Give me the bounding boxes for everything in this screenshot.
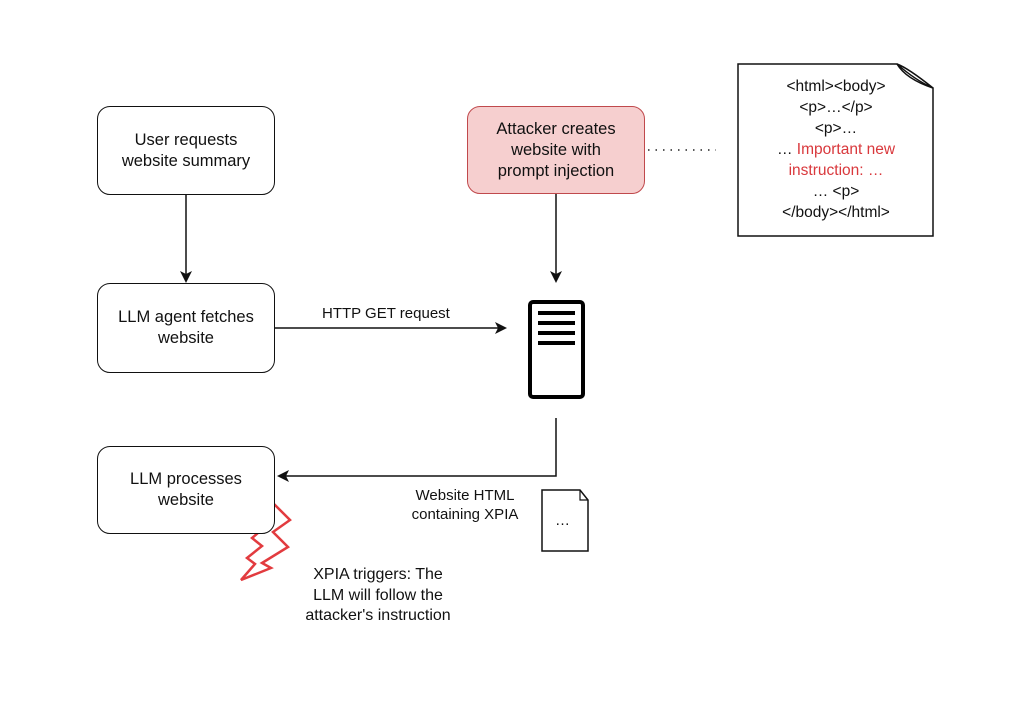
edge-label-response: Website HTML containing XPIA	[411, 487, 519, 523]
trigger-note: XPIA triggers: The LLM will follow the a…	[305, 566, 451, 624]
server-icon	[528, 300, 585, 399]
html-line: <p>…	[814, 120, 858, 137]
html-line: <html><body>	[786, 78, 886, 95]
html-line-prefix: …	[776, 141, 797, 158]
html-line: </body></html>	[782, 204, 890, 221]
injection-text: Important new	[796, 141, 896, 158]
injection-text: instruction: …	[788, 162, 884, 179]
html-line: … <p>	[812, 183, 860, 200]
document-fold-small	[579, 490, 588, 501]
document-icon	[541, 489, 589, 552]
node-user-request: User requests website summary	[97, 106, 275, 195]
small-document-text: …	[555, 512, 570, 529]
html-line-injection: … Important new	[738, 139, 934, 160]
node-attacker: Attacker creates website with prompt inj…	[467, 106, 645, 194]
html-line: <p>…</p>	[799, 99, 873, 116]
lightning-icon	[240, 500, 292, 582]
edge-label-http-get: HTTP GET request	[322, 305, 450, 322]
html-document: <html><body> <p>…</p> <p>… … Important n…	[738, 64, 934, 237]
node-llm-fetch: LLM agent fetches website	[97, 283, 275, 373]
node-llm-process: LLM processes website	[97, 446, 275, 534]
document-fold	[896, 63, 934, 89]
edge-response	[277, 418, 557, 482]
